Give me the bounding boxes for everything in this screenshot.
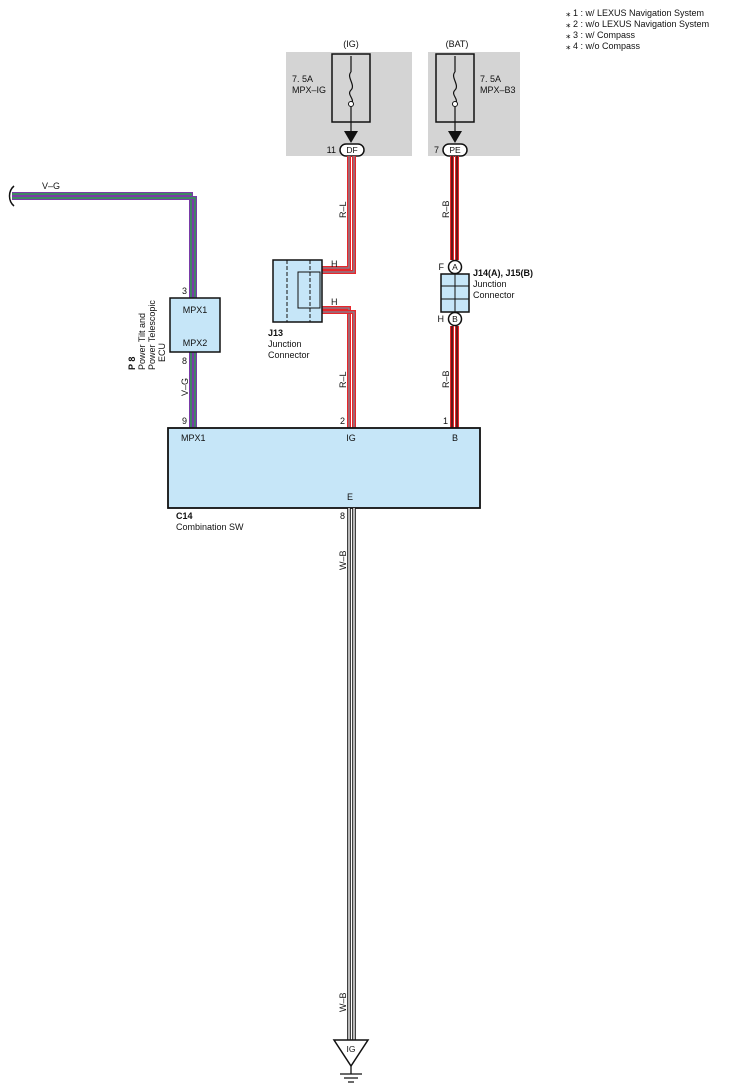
- arrow-down-icon: [344, 131, 358, 143]
- c14-term-ig: IG: [346, 433, 356, 443]
- fuse-mpx-ig: (IG) 7. 5A MPX–IG DF 11: [286, 39, 412, 157]
- p8-power-tilt-ecu: MPX1 MPX2 3 8 P 8 Power Tilt and Power T…: [127, 286, 221, 370]
- wire-wb-label-bottom: W–B: [338, 992, 348, 1012]
- fuse-contact: [452, 101, 458, 107]
- j14-circle-a: A: [452, 262, 458, 272]
- wire-wb-label-top: W–B: [338, 550, 348, 570]
- wire-vg-label-side: V–G: [180, 378, 190, 396]
- arrow-down-icon: [448, 131, 462, 143]
- fuse-contact: [348, 101, 354, 107]
- fuse-name: MPX–IG: [292, 85, 326, 95]
- j14-id: J14(A), J15(B): [473, 268, 533, 278]
- wire-rl-lower: [322, 306, 351, 428]
- ground-point: IG: [332, 1039, 370, 1083]
- j13-desc-2: Connector: [268, 350, 310, 360]
- legend: ⁎ 1 : w/ LEXUS Navigation System ⁎ 2 : w…: [566, 8, 709, 51]
- c14-pin-9: 9: [182, 416, 187, 426]
- ground-label: IG: [347, 1044, 356, 1054]
- p8-pin-3: 3: [182, 286, 187, 296]
- c14-combination-switch: MPX1 IG B E 9 2 1 8 C14 Combination SW: [167, 416, 481, 532]
- j13-bus-lines: [286, 260, 311, 322]
- j13-pin-bottom: H: [331, 297, 338, 307]
- j15-connector-b: [447, 311, 463, 327]
- fuse-name: MPX–B3: [480, 85, 516, 95]
- j14-pin-top: F: [439, 262, 445, 272]
- c14-pin-8: 8: [340, 511, 345, 521]
- j14-pin-bottom: H: [438, 314, 445, 324]
- legend-item-1: ⁎ 1 : w/ LEXUS Navigation System: [566, 8, 704, 18]
- p8-term-mpx1: MPX1: [183, 305, 208, 315]
- wire-rl-inner: [322, 156, 350, 269]
- ground-symbol-icon: [340, 1073, 362, 1083]
- j14-desc-2: Connector: [473, 290, 515, 300]
- p8-box: [169, 297, 221, 353]
- j14-desc-1: Junction: [473, 279, 507, 289]
- fuse-element-icon: [348, 71, 354, 105]
- legend-item-4: ⁎ 4 : w/o Compass: [566, 41, 641, 51]
- p8-term-mpx2: MPX2: [183, 338, 208, 348]
- pin-11-label: 11: [327, 145, 336, 155]
- connector-df-label: DF: [346, 145, 357, 155]
- legend-item-3: ⁎ 3 : w/ Compass: [566, 30, 636, 40]
- wire-rl-lower-inner: [322, 307, 350, 428]
- j15-circle-b: B: [452, 314, 458, 324]
- j13-id: J13: [268, 328, 283, 338]
- wire-rb: R–B R–B: [441, 156, 459, 428]
- connector-pe-label: PE: [449, 145, 461, 155]
- fuse-rating: 7. 5A: [480, 74, 501, 84]
- wire-vg-label-top: V–G: [42, 181, 60, 191]
- p8-pin-8: 8: [182, 356, 187, 366]
- wire-rb-label-bottom: R–B: [441, 370, 451, 388]
- legend-item-2: ⁎ 2 : w/o LEXUS Navigation System: [566, 19, 709, 29]
- c14-term-mpx1: MPX1: [181, 433, 206, 443]
- fuse-mpx-b3: (BAT) 7. 5A MPX–B3 PE 7: [428, 39, 520, 157]
- wire-rl: R–L R–L: [322, 156, 356, 428]
- c14-pin-1: 1: [443, 416, 448, 426]
- j13-pin-top: H: [331, 259, 338, 269]
- wire-rl-lower-inner-2: [322, 311, 355, 428]
- ground-triangle-icon: [332, 1039, 370, 1068]
- p8-desc-3: ECU: [157, 343, 167, 362]
- wire-rb-label-top: R–B: [441, 200, 451, 218]
- j14-grid: [441, 274, 469, 312]
- wire-break-icon: [8, 185, 15, 207]
- c14-term-e: E: [347, 492, 353, 502]
- c14-pin-2: 2: [340, 416, 345, 426]
- c14-box: [167, 427, 481, 509]
- wire-vg-outer-2: [12, 196, 197, 298]
- j13-junction-connector: H H J13 Junction Connector: [268, 259, 338, 360]
- fuse-source-label: (IG): [343, 39, 359, 49]
- fuse-rating: 7. 5A: [292, 74, 313, 84]
- p8-id: P 8: [127, 357, 137, 370]
- wire-vg-outer: [12, 192, 193, 298]
- wire-rl-label-top: R–L: [338, 201, 348, 218]
- wire-rl-label-bottom: R–L: [338, 371, 348, 388]
- j14-j15-junction-connector: A B F H J14(A), J15(B) Junction Connecto…: [438, 259, 533, 327]
- wire-vg: V–G V–G: [8, 181, 197, 428]
- wire-rl-inner-2: [322, 156, 355, 273]
- fuse-element-icon: [452, 71, 458, 105]
- c14-term-b: B: [452, 433, 458, 443]
- wire-vg-inner: [12, 193, 192, 298]
- pin-7-label: 7: [434, 145, 439, 155]
- fuse-source-label: (BAT): [446, 39, 469, 49]
- wire-vg-inner-2: [12, 197, 196, 298]
- p8-desc-2: Power Telescopic: [147, 300, 157, 370]
- p8-desc-1: Power Tilt and: [137, 313, 147, 370]
- c14-id: C14: [176, 511, 193, 521]
- c14-desc: Combination SW: [176, 522, 244, 532]
- j13-desc-1: Junction: [268, 339, 302, 349]
- j13-inner-link: [297, 271, 321, 309]
- wire-wb: W–B W–B: [338, 508, 356, 1040]
